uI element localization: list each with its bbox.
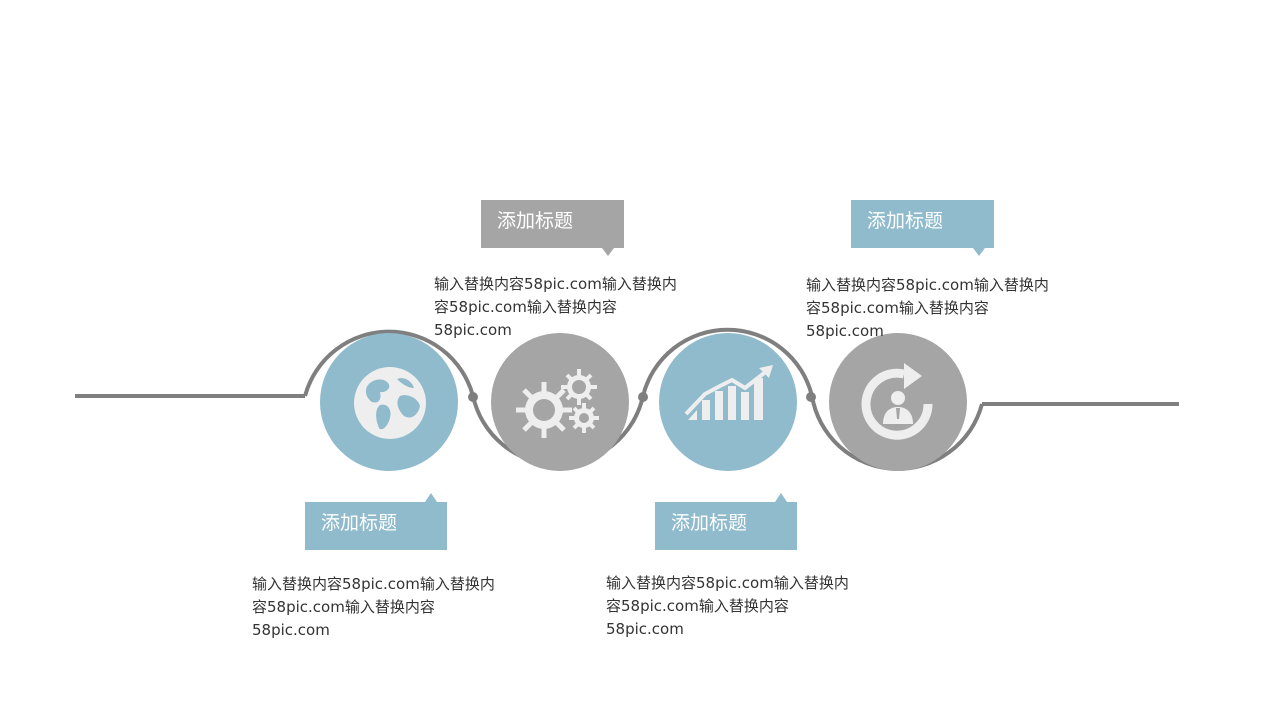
tag-pointer <box>775 493 787 502</box>
step-1-title: 添加标题 <box>321 512 398 534</box>
person-refresh-icon <box>861 363 933 440</box>
tag-pointer <box>973 248 985 256</box>
step-2-title-tag: 添加标题 <box>481 200 624 256</box>
step-4-description: 输入替换内容58pic.com输入替换内容58pic.com输入替换内容58pi… <box>806 276 1049 340</box>
tag-pointer <box>425 493 437 502</box>
step-2-title: 添加标题 <box>497 210 574 232</box>
step-3-description: 输入替换内容58pic.com输入替换内容58pic.com输入替换内容58pi… <box>606 574 849 638</box>
connector-dots <box>468 392 816 402</box>
step-4-title-tag: 添加标题 <box>851 200 994 256</box>
tag-pointer <box>602 248 614 256</box>
globe-icon <box>354 367 426 439</box>
growth-chart-icon <box>684 365 773 420</box>
step-3-title: 添加标题 <box>671 512 748 534</box>
step-4-title: 添加标题 <box>867 210 944 232</box>
step-2-description: 输入替换内容58pic.com输入替换内容58pic.com输入替换内容58pi… <box>434 275 677 339</box>
step-3-title-tag: 添加标题 <box>655 493 797 550</box>
gears-icon <box>516 369 599 438</box>
step-1-description: 输入替换内容58pic.com输入替换内容58pic.com输入替换内容58pi… <box>252 575 495 639</box>
step-1-title-tag: 添加标题 <box>305 493 447 550</box>
